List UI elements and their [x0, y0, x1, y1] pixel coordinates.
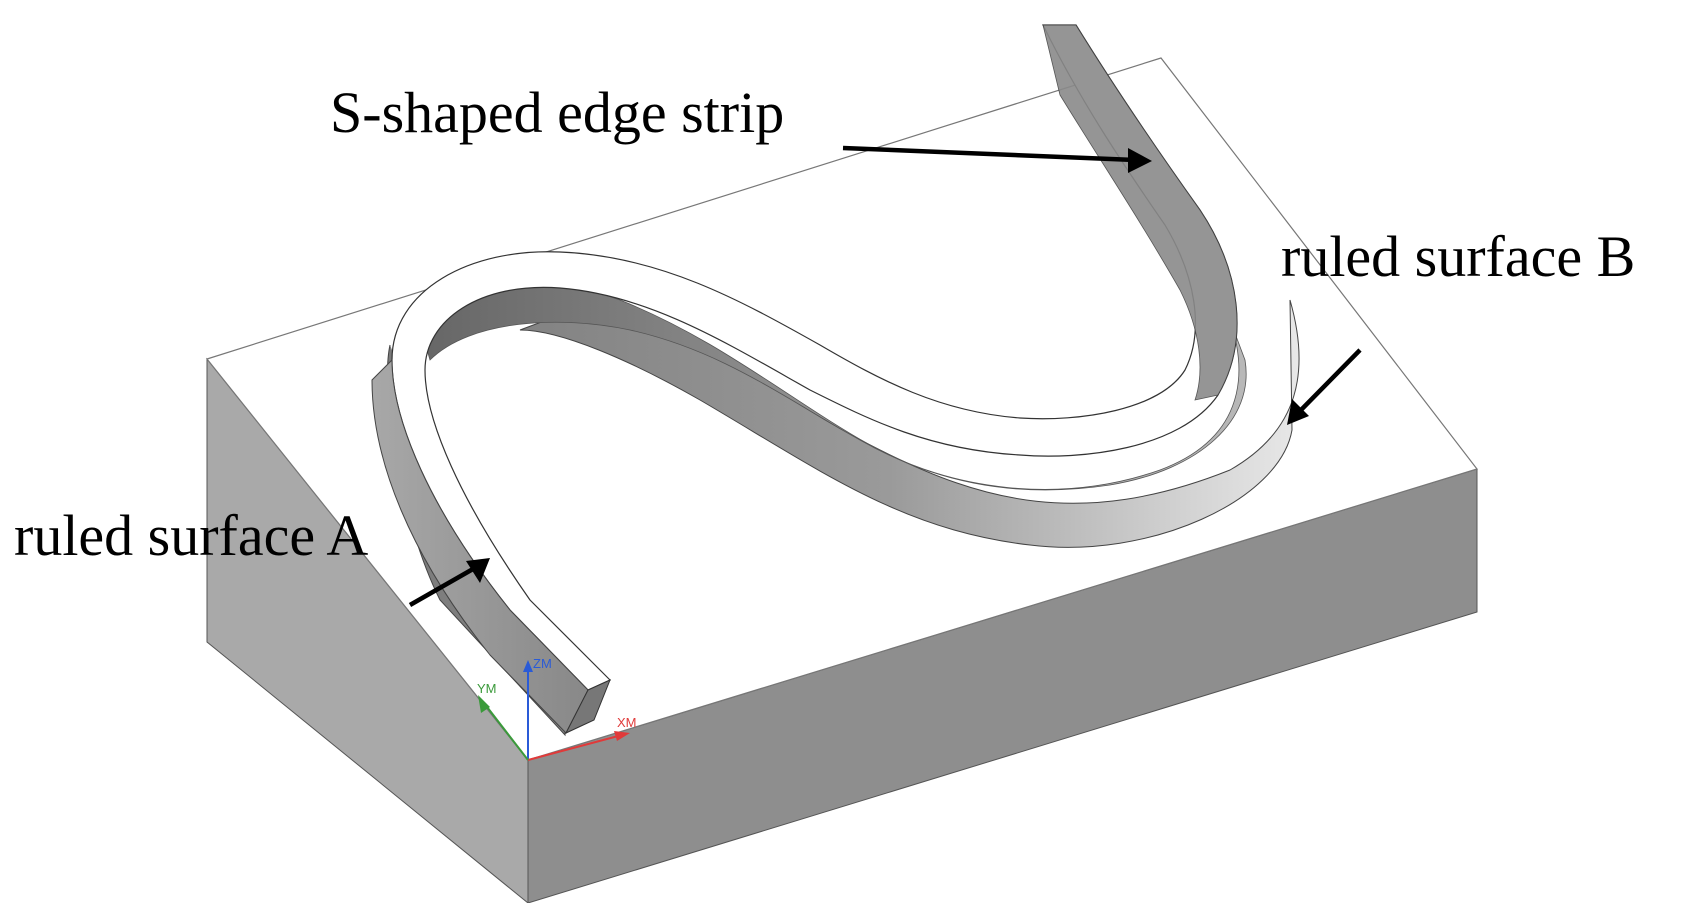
ruled-surface-a-label: ruled surface A	[14, 503, 369, 568]
surface-a-arrow-line	[408, 567, 475, 607]
s-shaped-strip	[371, 24, 1300, 737]
x-axis-arrowhead	[614, 731, 630, 741]
z-axis-arrowhead	[523, 660, 533, 672]
surface-b-arrow-head	[1287, 399, 1309, 425]
surface-b-arrow-line	[1298, 348, 1362, 413]
strip-right-arm-wall	[1042, 24, 1238, 401]
ruled-surface-b-label: ruled surface B	[1281, 224, 1636, 289]
strip-top-band	[391, 24, 1238, 691]
coordinate-triad: ZM XM YM	[477, 656, 637, 761]
strip-label: S-shaped edge strip	[330, 80, 785, 145]
strip-arrow-head	[1128, 148, 1152, 173]
strip-left-end-cap	[564, 679, 611, 735]
annotation-arrows	[408, 145, 1362, 607]
x-axis-label: XM	[617, 715, 637, 730]
strip-arrow-line	[842, 145, 1136, 163]
z-axis-label: ZM	[533, 656, 552, 671]
x-axis-line	[527, 734, 623, 761]
y-axis-arrowhead	[478, 695, 490, 713]
surface-a-arrow-head	[466, 558, 490, 583]
y-axis-line	[483, 702, 529, 761]
y-axis-label: YM	[477, 681, 497, 696]
